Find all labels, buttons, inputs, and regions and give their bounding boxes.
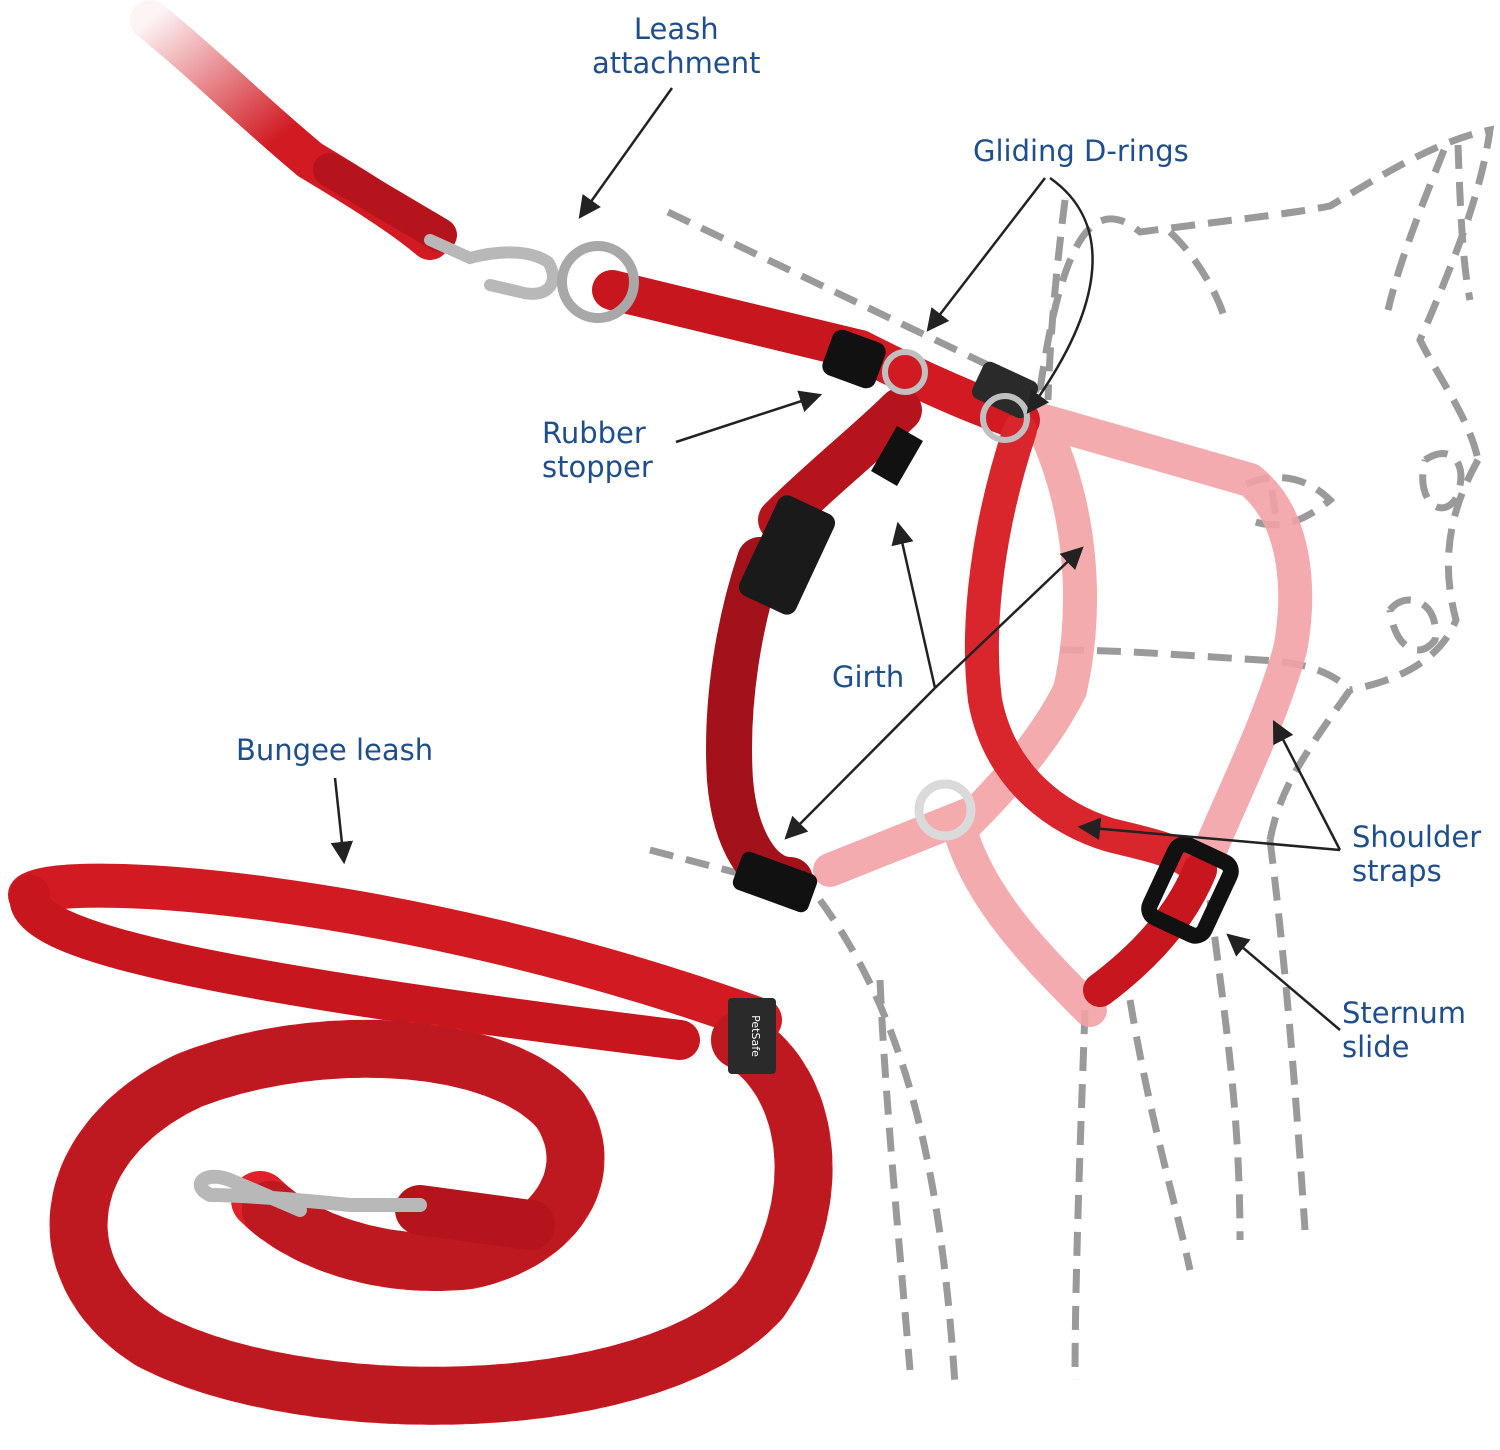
- arrow-gliding-ring-1: [926, 177, 1046, 332]
- harness-far-side: [813, 403, 1313, 1027]
- arrow-girth-up: [891, 521, 937, 689]
- arrow-shoulder-a: [1077, 817, 1341, 852]
- arrow-leash-attachment: [578, 87, 674, 219]
- arrow-bungee-leash: [330, 777, 354, 865]
- label-gliding-d-rings: Gliding D-rings: [973, 134, 1189, 168]
- arrow-girth-diag-a: [934, 546, 1084, 689]
- label-sternum-slide-line1: Sternum: [1342, 996, 1467, 1030]
- label-leash-attachment-line2: attachment: [592, 46, 761, 80]
- annotation-arrows: [330, 87, 1342, 1031]
- label-girth: Girth: [832, 660, 905, 694]
- brand-tag: [728, 998, 776, 1074]
- arrow-girth-diag-b: [784, 687, 936, 840]
- label-shoulder-straps: Shoulder straps: [1352, 820, 1481, 888]
- label-rubber-stopper-line2: stopper: [542, 450, 653, 484]
- cat-outline: [649, 125, 1495, 1386]
- bungee-leash: [8, 863, 833, 1425]
- harness-hardware: [732, 329, 1239, 944]
- harness: [592, 270, 1217, 1007]
- label-sternum-slide: Sternum slide: [1342, 996, 1466, 1064]
- arrow-gliding-ring-2: [1026, 176, 1094, 414]
- arrow-sternum-slide: [1226, 933, 1341, 1031]
- label-bungee-leash: Bungee leash: [236, 733, 434, 767]
- label-leash-attachment-line1: Leash: [633, 12, 719, 46]
- leash-ring: [557, 241, 639, 323]
- label-rubber-stopper-line1: Rubber: [542, 416, 646, 450]
- top-leash: [130, 0, 639, 323]
- arrow-shoulder-b: [1272, 720, 1342, 851]
- label-leash-attachment: Leash attachment: [592, 12, 760, 80]
- arrow-rubber-stopper: [675, 390, 823, 444]
- label-shoulder-straps-line1: Shoulder: [1352, 820, 1482, 854]
- far-d-ring: [914, 779, 976, 841]
- label-shoulder-straps-line2: straps: [1352, 854, 1442, 888]
- brand-tag-text: PetSafe: [749, 1015, 762, 1057]
- label-sternum-slide-line2: slide: [1342, 1030, 1410, 1064]
- label-rubber-stopper: Rubber stopper: [542, 416, 653, 484]
